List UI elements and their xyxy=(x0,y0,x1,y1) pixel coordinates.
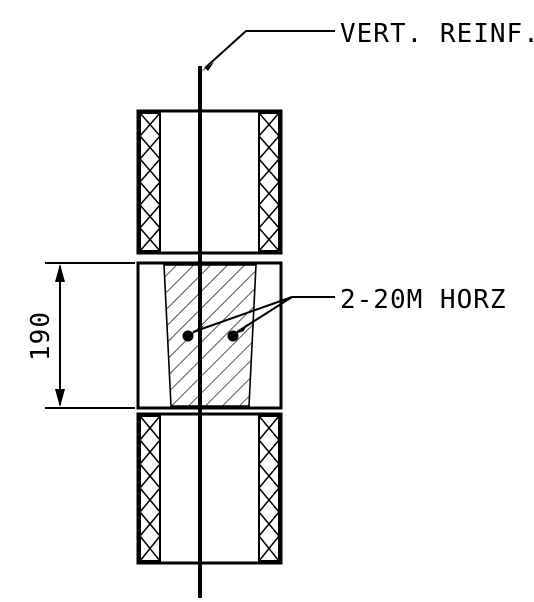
middle-block-outline xyxy=(136,261,283,410)
bottom-block-outline xyxy=(136,412,283,565)
vert-reinf-arrowhead xyxy=(200,62,214,73)
bottom-right-shell-diagonal xyxy=(258,463,280,489)
horz-leader-to-right-bar xyxy=(236,296,293,333)
top-right-shell-diagonal xyxy=(258,112,280,137)
height-dimension: 190 xyxy=(26,262,135,409)
top-left-shell-diagonal xyxy=(139,158,161,183)
top-left-shell-diagonal xyxy=(139,204,161,229)
top-left-shell-diagonal xyxy=(139,135,161,160)
vert-reinf-label: VERT. REINF. xyxy=(340,19,534,49)
bottom-left-shell-diagonal xyxy=(139,487,161,513)
top-block-outline xyxy=(136,109,283,255)
grouted-core-hatch xyxy=(163,264,257,407)
bottom-left-shell-diagonal xyxy=(139,439,161,465)
top-right-shell-diagonal xyxy=(258,135,280,160)
top-right-shell-diagonal xyxy=(258,227,280,252)
bottom-left-shell-diagonal xyxy=(139,415,161,441)
top-right-shell-diagonal xyxy=(258,158,280,183)
top-right-shell-diagonal xyxy=(258,204,280,229)
bottom-right-shell-diagonal xyxy=(258,535,280,562)
horz-leader-to-left-bar xyxy=(192,296,293,333)
vertical-reinforcement-callout: VERT. REINF. xyxy=(200,19,534,73)
horizontal-bar-right xyxy=(227,330,239,342)
bottom-masonry-block xyxy=(136,412,283,565)
bottom-right-shell-diagonal xyxy=(258,439,280,465)
horz-arrowhead-right xyxy=(235,324,247,334)
top-block-right-face-shell xyxy=(258,112,280,252)
top-right-shell-diagonal xyxy=(258,181,280,206)
top-left-shell-diagonal xyxy=(139,112,161,137)
bottom-right-shell-diagonal xyxy=(258,415,280,441)
dimension-arrow-bottom xyxy=(55,389,65,407)
bottom-right-shell-diagonal xyxy=(258,487,280,513)
top-masonry-block xyxy=(136,109,283,255)
bottom-left-shell-diagonal xyxy=(139,463,161,489)
bottom-left-shell-diagonal xyxy=(139,535,161,562)
dimension-value-label: 190 xyxy=(26,311,56,361)
bottom-left-shell-diagonal xyxy=(139,511,161,537)
vert-reinf-leader-line xyxy=(204,30,335,69)
horizontal-bar-left xyxy=(182,330,194,342)
top-left-shell-diagonal xyxy=(139,181,161,206)
dimension-arrow-top xyxy=(55,264,65,282)
horz-reinf-label: 2-20M HORZ xyxy=(340,285,507,315)
horz-arrowhead-left xyxy=(190,325,204,334)
middle-bond-beam-block xyxy=(136,261,283,410)
bottom-right-shell-diagonal xyxy=(258,511,280,537)
top-left-shell-diagonal xyxy=(139,227,161,252)
top-block-left-face-shell xyxy=(139,112,161,252)
horizontal-reinforcement-callout: 2-20M HORZ xyxy=(190,285,507,334)
